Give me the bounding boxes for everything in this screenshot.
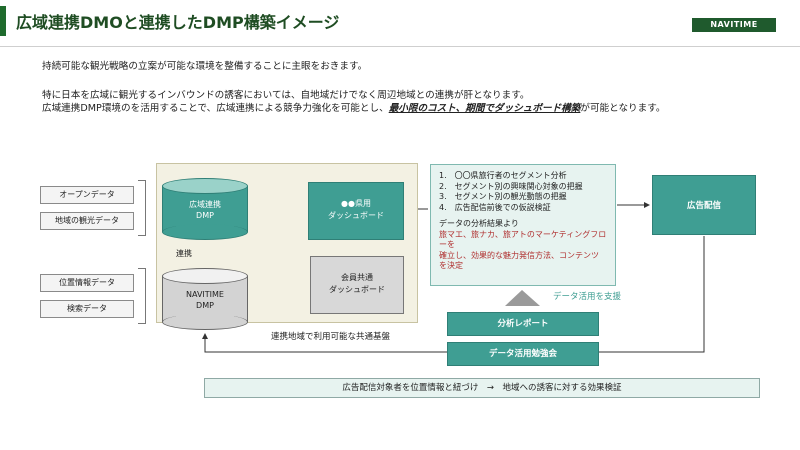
intro-line-3-before: 広域連携DMP環境のを活用することで、広域連携による競争力強化を可能とし、 (42, 103, 389, 114)
analysis-item: 1. 〇〇県旅行者のセグメント分析 (439, 171, 567, 180)
title-accent (0, 6, 6, 36)
prefecture-dashboard-box: ●●県用ダッシュボード (308, 182, 404, 240)
common-dashboard-label-2: ダッシュボード (329, 285, 385, 294)
analysis-item: 2. セグメント別の興味関心対象の把握 (439, 181, 583, 191)
intro-highlight: 最小限のコスト、期間でダッシュボード構築 (388, 103, 581, 114)
source-open-data: オープンデータ (40, 186, 134, 204)
navitime-dmp-label-2: DMP (196, 301, 214, 310)
title-divider (0, 46, 800, 47)
analysis-report-box: 分析レポート (447, 312, 599, 336)
data-study-session-box: データ活用勉強会 (447, 342, 599, 366)
dmo-dmp-label-1: 広域連携 (189, 200, 221, 209)
analysis-result-label: データの分析結果より (439, 219, 519, 228)
page-title: 広域連携DMOと連携したDMP構築イメージ (16, 13, 340, 32)
navitime-dmp-label-1: NAVITIME (186, 290, 224, 299)
navitime-logo: NAVITIME (692, 18, 776, 32)
intro-line-1: 持続可能な観光戦略の立案が可能な環境を整備することに主眼をおきます。 (42, 61, 368, 72)
link-label: 連携 (176, 249, 192, 258)
navitime-dmp-database-icon: NAVITIME DMP (162, 268, 248, 330)
analysis-item: 4. 広告配信前後での仮説検証 (439, 202, 551, 212)
analysis-callout: 1. 〇〇県旅行者のセグメント分析 2. セグメント別の興味関心対象の把握 3.… (430, 164, 616, 286)
bracket-lower (138, 268, 146, 324)
intro-line-2: 特に日本を広域に観光するインバウンドの誘客においては、自地域だけでなく周辺地域と… (42, 90, 530, 101)
source-location-data: 位置情報データ (40, 274, 134, 292)
ad-delivery-box: 広告配信 (652, 175, 756, 235)
intro-line-3-after: が可能となります。 (580, 103, 666, 114)
dmo-dmp-database-icon: 広域連携 DMP (162, 178, 248, 240)
analysis-result-line-2: 確立し、効果的な魅力発信方法、コンテンツ (439, 250, 599, 260)
source-search-data: 検索データ (40, 300, 134, 318)
common-dashboard-box: 会員共通ダッシュボード (310, 256, 404, 314)
common-infrastructure-label: 連携地域で利用可能な共通基盤 (271, 332, 391, 342)
common-dashboard-label-1: 会員共通 (341, 273, 373, 282)
dmo-dmp-label-2: DMP (196, 211, 214, 220)
analysis-result-line-1: 旅マエ、旅ナカ、旅アトのマーケティングフローを (439, 229, 607, 250)
data-support-label: データ活用を支援 (553, 292, 622, 302)
analysis-list: 1. 〇〇県旅行者のセグメント分析 2. セグメント別の興味関心対象の把握 3.… (439, 171, 609, 213)
intro-line-3: 広域連携DMP環境のを活用することで、広域連携による競争力強化を可能とし、最小限… (42, 100, 665, 114)
effect-verification-bar: 広告配信対象者を位置情報と紐づけ → 地域への誘客に対する効果検証 (204, 378, 760, 398)
prefecture-dashboard-label-2: ダッシュボード (328, 211, 384, 220)
analysis-result-line-3: を決定 (439, 261, 463, 270)
support-triangle-icon (505, 290, 540, 306)
bracket-upper (138, 180, 146, 236)
source-regional-tourism-data: 地域の観光データ (40, 212, 134, 230)
prefecture-dashboard-label-1: ●●県用 (341, 199, 371, 208)
analysis-item: 3. セグメント別の観光動態の把握 (439, 192, 567, 201)
